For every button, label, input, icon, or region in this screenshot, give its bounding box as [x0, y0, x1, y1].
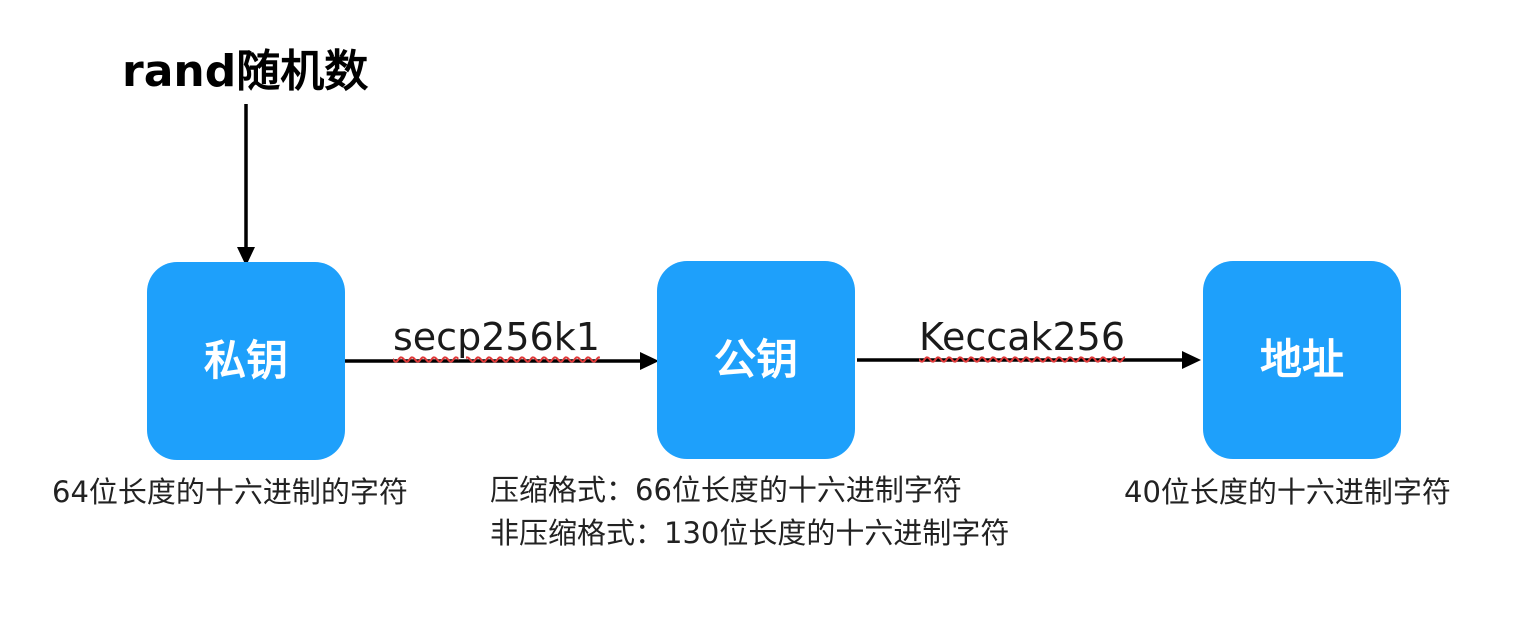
arrow-random-to-private-key — [237, 104, 255, 266]
public-key-node: 公钥 — [657, 261, 855, 459]
address-description: 40位长度的十六进制字符 — [1124, 475, 1451, 509]
public-key-uncompressed-description: 非压缩格式：130位长度的十六进制字符 — [490, 516, 1010, 550]
secp256k1-edge-label: secp256k1 — [393, 315, 600, 359]
private-key-description: 64位长度的十六进制的字符 — [52, 475, 408, 509]
address-label: 地址 — [1259, 335, 1344, 384]
public-key-compressed-description: 压缩格式：66位长度的十六进制字符 — [490, 473, 962, 507]
public-key-label: 公钥 — [713, 335, 798, 384]
private-key-label: 私钥 — [203, 336, 288, 385]
arrow-private-to-public-key — [345, 352, 659, 370]
random-number-source-label: rand随机数 — [122, 46, 369, 97]
private-key-node: 私钥 — [147, 262, 345, 460]
arrow-public-to-address — [857, 351, 1201, 369]
keccak256-edge-label: Keccak256 — [919, 315, 1126, 359]
address-node: 地址 — [1203, 261, 1401, 459]
